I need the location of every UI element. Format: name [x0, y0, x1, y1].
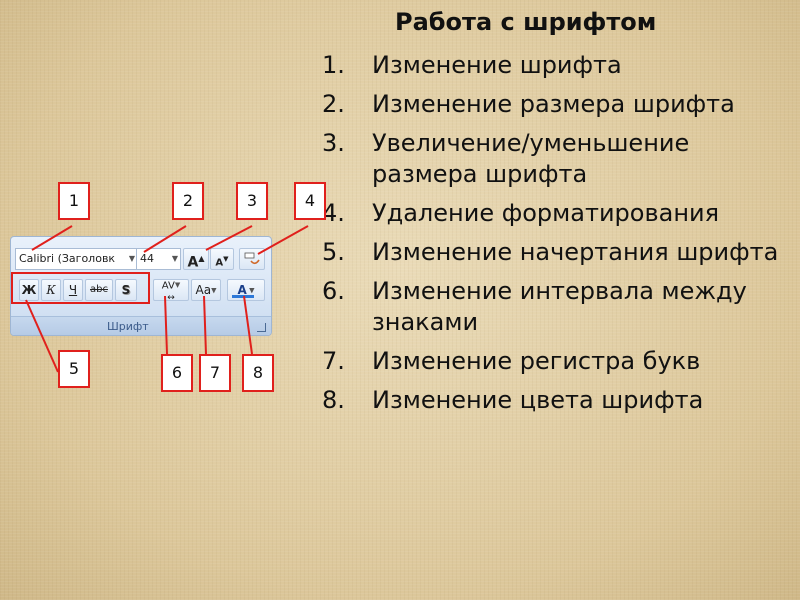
- character-spacing-button[interactable]: AV▼↔: [153, 279, 189, 303]
- list-text: Изменение размера шрифта: [372, 90, 735, 118]
- shrink-font-button[interactable]: A▼: [210, 248, 234, 270]
- list-text: Удаление форматирования: [372, 199, 720, 227]
- underline-button[interactable]: Ч: [63, 279, 83, 301]
- callout-5: 5: [58, 350, 90, 388]
- list-item: 4. Удаление форматирования: [322, 198, 792, 229]
- font-name-combo[interactable]: Calibri (Заголовк ▼: [15, 248, 138, 270]
- list-text: Увеличение/уменьшение размера шрифта: [372, 129, 690, 188]
- callout-6: 6: [161, 354, 193, 392]
- list-item: 6. Изменение интервала между знаками: [322, 276, 792, 338]
- underline-icon: Ч: [68, 283, 78, 297]
- callout-4: 4: [294, 182, 326, 220]
- grow-font-button[interactable]: A▲: [183, 248, 209, 271]
- callout-3: 3: [236, 182, 268, 220]
- eraser-icon: [244, 252, 260, 265]
- list-text: Изменение интервала между знаками: [372, 277, 747, 336]
- font-color-icon: A: [237, 283, 247, 297]
- italic-button[interactable]: К: [41, 279, 61, 301]
- callout-line-4: [257, 225, 309, 255]
- list-text: Изменение шрифта: [372, 51, 622, 79]
- list-number: 7.: [322, 347, 345, 375]
- list-number: 1.: [322, 51, 345, 79]
- strikethrough-button[interactable]: abc: [85, 279, 113, 301]
- list-number: 2.: [322, 90, 345, 118]
- callout-8: 8: [242, 354, 274, 392]
- list-text: Изменение регистра букв: [372, 347, 701, 375]
- list-item: 2. Изменение размера шрифта: [322, 89, 792, 120]
- list-number: 3.: [322, 129, 345, 157]
- list-number: 4.: [322, 199, 345, 227]
- shrink-font-icon: A: [215, 257, 224, 269]
- dialog-launcher-icon[interactable]: [257, 323, 266, 332]
- list-item: 3. Увеличение/уменьшение размера шрифта: [322, 128, 792, 190]
- list-number: 5.: [322, 238, 345, 266]
- grow-font-icon: A: [187, 254, 199, 271]
- change-case-icon: Aa: [195, 283, 212, 297]
- list-item: 7. Изменение регистра букв: [322, 346, 792, 377]
- callout-line-1: [31, 225, 73, 251]
- callout-1: 1: [58, 182, 90, 220]
- list-text: Изменение цвета шрифта: [372, 386, 704, 414]
- callout-2: 2: [172, 182, 204, 220]
- chevron-down-icon: ▼: [171, 254, 178, 263]
- character-spacing-icon: AV: [161, 280, 175, 292]
- shadow-icon: S: [121, 283, 131, 297]
- strikethrough-icon: abc: [90, 284, 108, 295]
- italic-icon: К: [46, 283, 56, 297]
- chevron-down-icon: ▼: [128, 254, 135, 263]
- font-size-combo[interactable]: 44 ▼: [136, 248, 181, 270]
- slide-title: Работа с шрифтом: [395, 8, 657, 36]
- list-number: 8.: [322, 386, 345, 414]
- list-item: 1. Изменение шрифта: [322, 50, 792, 81]
- bold-icon: Ж: [21, 283, 37, 297]
- list-text: Изменение начертания шрифта: [372, 238, 779, 266]
- list-item: 5. Изменение начертания шрифта: [322, 237, 792, 268]
- list-number: 6.: [322, 277, 345, 305]
- bold-button[interactable]: Ж: [19, 279, 39, 301]
- feature-list: 1. Изменение шрифта 2. Изменение размера ш…: [322, 50, 792, 424]
- shadow-button[interactable]: S: [115, 279, 137, 301]
- callout-7: 7: [199, 354, 231, 392]
- font-color-swatch: [232, 295, 254, 298]
- callout-line-8: [243, 295, 253, 355]
- change-case-button[interactable]: Aa▼: [191, 279, 221, 301]
- callout-line-6: [164, 295, 168, 355]
- list-item: 8. Изменение цвета шрифта: [322, 385, 792, 416]
- font-size-value: 44: [140, 252, 154, 265]
- ribbon-group-label: Шрифт: [107, 320, 149, 333]
- font-name-value: Calibri (Заголовк: [19, 252, 116, 265]
- font-color-button[interactable]: A ▼: [227, 279, 265, 301]
- callout-line-2: [143, 225, 187, 253]
- callout-line-3: [205, 225, 253, 251]
- callout-line-5: [25, 299, 59, 373]
- callout-line-7: [203, 295, 207, 355]
- style-buttons-highlight: [11, 272, 150, 304]
